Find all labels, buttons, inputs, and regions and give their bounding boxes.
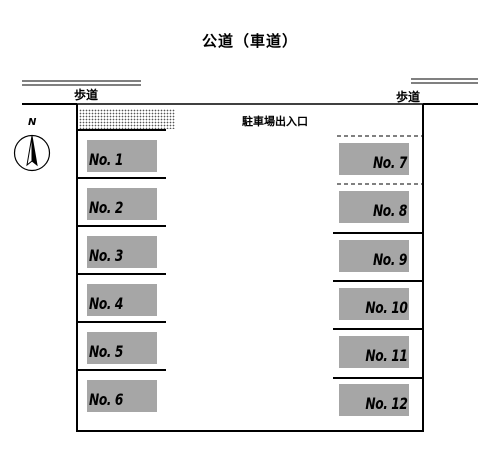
parking-space-12: No. 12 bbox=[339, 384, 409, 416]
sidewalk-left-label: 歩道 bbox=[74, 88, 99, 102]
space-label: No. 7 bbox=[373, 153, 407, 172]
north-label: N bbox=[28, 117, 37, 128]
parking-space-11: No. 11 bbox=[339, 336, 409, 368]
space-label: No. 10 bbox=[364, 298, 407, 317]
parking-space-10: No. 10 bbox=[339, 288, 409, 320]
parking-space-7: No. 7 bbox=[339, 143, 409, 175]
parking-space-8: No. 8 bbox=[339, 191, 409, 223]
space-label: No. 8 bbox=[373, 201, 407, 220]
parking-space-4: No. 4 bbox=[87, 284, 157, 316]
parking-space-5: No. 5 bbox=[87, 332, 157, 364]
space-label: No. 11 bbox=[364, 346, 407, 365]
space-label: No. 9 bbox=[373, 250, 407, 269]
space-label: No. 6 bbox=[89, 390, 123, 409]
parking-space-9: No. 9 bbox=[339, 240, 409, 272]
space-label: No. 1 bbox=[89, 150, 123, 169]
parking-entrance-label: 駐車場出入口 bbox=[242, 115, 308, 128]
space-label: No. 4 bbox=[89, 294, 123, 313]
parking-space-1: No. 1 bbox=[87, 140, 157, 172]
sidewalk-right-label: 歩道 bbox=[396, 90, 421, 104]
north-compass-icon bbox=[13, 134, 51, 172]
parking-space-3: No. 3 bbox=[87, 236, 157, 268]
road-title: 公道（車道） bbox=[201, 32, 298, 50]
space-label: No. 5 bbox=[89, 342, 123, 361]
space-label: No. 3 bbox=[89, 246, 123, 265]
hatched-area bbox=[79, 109, 175, 129]
parking-space-2: No. 2 bbox=[87, 188, 157, 220]
space-label: No. 2 bbox=[89, 198, 123, 217]
parking-space-6: No. 6 bbox=[87, 380, 157, 412]
space-label: No. 12 bbox=[364, 394, 407, 413]
